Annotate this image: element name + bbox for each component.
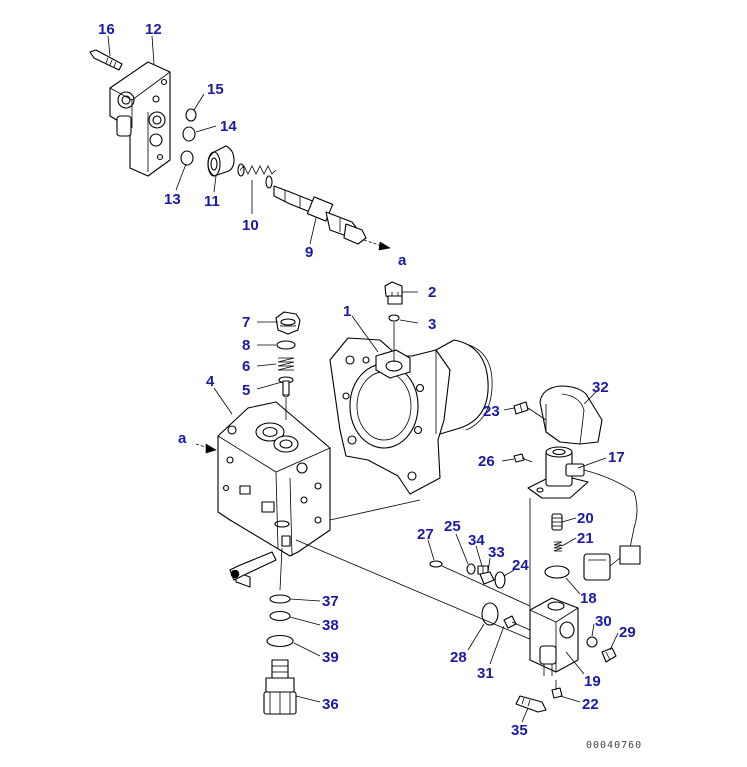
part-9-spool — [273, 185, 367, 245]
part-29-plug — [601, 647, 617, 663]
callout-15: 15 — [207, 81, 224, 98]
part-17-solenoid-body — [527, 446, 641, 581]
part-4-end-cover — [217, 401, 331, 588]
callout-9: 9 — [305, 244, 313, 261]
part-22-screw — [551, 680, 563, 699]
part-33-nut — [479, 571, 495, 585]
callout-22: 22 — [582, 696, 599, 713]
callout-39: 39 — [322, 649, 339, 666]
callout-a-top: a — [398, 252, 407, 269]
assembly-line-main — [295, 539, 533, 641]
part-30-ball — [586, 636, 598, 648]
part-6-spring — [277, 357, 295, 371]
part-1-pump-housing — [329, 337, 493, 495]
callout-1: 1 — [343, 303, 351, 320]
assembly-line-solenoid — [527, 407, 547, 421]
part-38-o-ring — [269, 610, 291, 622]
part-32-solenoid-cover — [539, 385, 603, 445]
part-15-o-ring — [185, 108, 197, 122]
drawing-number: 00040760 — [586, 740, 642, 751]
part-16-bolt — [89, 49, 123, 71]
callout-37: 37 — [322, 593, 339, 610]
part-13-o-ring — [180, 150, 194, 166]
part-23-screw — [513, 401, 529, 415]
part-36-valve-cartridge — [263, 659, 297, 715]
callout-26: 26 — [478, 453, 495, 470]
callout-33: 33 — [488, 544, 505, 561]
callout-2: 2 — [428, 284, 436, 301]
part-2-plug — [384, 281, 403, 305]
callout-11: 11 — [204, 193, 220, 210]
part-7-plug — [275, 311, 301, 335]
callout-17: 17 — [608, 449, 625, 466]
callout-16: 16 — [98, 21, 115, 38]
part-20-filter — [551, 513, 563, 531]
callout-29: 29 — [619, 624, 636, 641]
part-12-valve-block — [109, 61, 171, 177]
callout-32: 32 — [592, 379, 609, 396]
leader-lines — [107, 35, 619, 723]
part-11-sleeve — [207, 145, 235, 177]
part-24-o-ring — [494, 571, 506, 589]
callout-8: 8 — [242, 337, 250, 354]
callout-21: 21 — [577, 530, 594, 547]
callout-20: 20 — [577, 510, 594, 527]
callout-34: 34 — [468, 532, 485, 549]
callout-7: 7 — [242, 314, 250, 331]
part-3-o-ring — [388, 314, 400, 322]
callout-4: 4 — [206, 373, 215, 390]
callout-38: 38 — [322, 617, 339, 634]
callout-27: 27 — [417, 526, 434, 543]
callout-25: 25 — [444, 518, 461, 535]
callout-3: 3 — [428, 316, 436, 333]
part-5-pin — [278, 376, 294, 398]
callout-18: 18 — [580, 590, 597, 607]
callout-28: 28 — [450, 649, 467, 666]
assembly-line-5 — [279, 547, 283, 591]
callout-31: 31 — [477, 665, 494, 682]
part-26-screw — [513, 453, 533, 463]
part-35-bolt — [515, 695, 547, 713]
part-28-o-ring — [481, 602, 499, 626]
callout-6: 6 — [242, 358, 250, 375]
callout-a-side: a — [178, 430, 187, 447]
assembly-line-27 — [441, 565, 531, 607]
part-10-spring — [237, 163, 277, 189]
callout-23: 23 — [483, 403, 500, 420]
callout-30: 30 — [595, 613, 612, 630]
part-8-o-ring — [276, 340, 296, 350]
part-39-o-ring — [266, 634, 294, 648]
callout-13: 13 — [164, 191, 181, 208]
callout-10: 10 — [242, 217, 259, 234]
assembly-line-pin — [329, 499, 421, 521]
callout-24: 24 — [512, 557, 529, 574]
callout-5: 5 — [242, 382, 250, 399]
part-25-washer — [466, 563, 476, 575]
part-37-bolt — [229, 551, 277, 581]
callout-36: 36 — [322, 696, 339, 713]
callout-14: 14 — [220, 118, 237, 135]
flow-arrow-a-top — [363, 239, 391, 251]
callout-35: 35 — [511, 722, 528, 739]
callout-19: 19 — [584, 673, 601, 690]
part-21-spring — [553, 541, 563, 552]
part-37-o-ring — [269, 594, 291, 604]
part-14-o-ring — [182, 126, 196, 142]
callout-labels: 16 12 15 14 13 11 10 9 a 2 3 1 7 8 6 5 4… — [98, 21, 642, 751]
part-31-plug — [503, 615, 531, 631]
part-18-o-ring — [544, 565, 570, 579]
callout-12: 12 — [145, 21, 162, 38]
part-19-valve-block — [529, 597, 579, 676]
flow-arrow-a-side — [195, 443, 217, 454]
part-27-o-ring — [429, 560, 443, 568]
